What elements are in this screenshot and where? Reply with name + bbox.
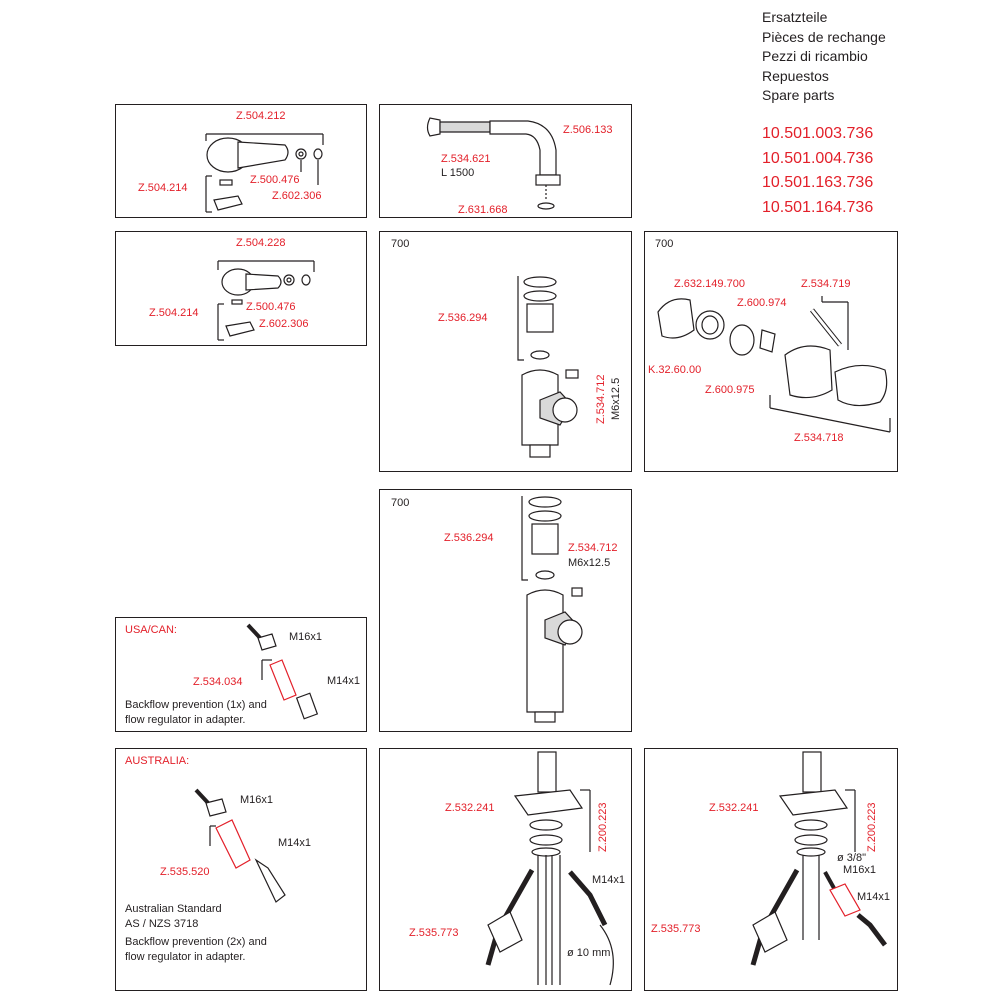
thread-label: M14x1 [327, 675, 361, 687]
part-number: Z.536.294 [444, 532, 494, 544]
part-number: Z.500.476 [246, 301, 296, 313]
handle-knob-drawing [217, 260, 315, 341]
note-line: flow regulator in adapter. [125, 714, 246, 726]
model-number: 700 [391, 238, 410, 250]
dimension-label: ø 3/8" [837, 852, 866, 864]
part-number: Z.602.306 [259, 318, 309, 330]
part-number: Z.535.520 [160, 866, 210, 878]
part-number: Z.500.476 [250, 174, 300, 186]
thread-label: M16x1 [240, 794, 274, 806]
part-number: Z.535.773 [651, 923, 701, 935]
mounting-set-drawing-2 [750, 751, 887, 966]
thread-label: M16x1 [843, 864, 877, 876]
panel-mounting-1 [379, 748, 632, 991]
part-number: Z.535.773 [409, 927, 459, 939]
valve-body-drawing [517, 276, 579, 458]
adapter-australia-drawing [194, 788, 286, 903]
model-number: 700 [655, 238, 674, 250]
thread-label: M14x1 [857, 891, 891, 903]
article-number: 10.501.164.736 [762, 198, 874, 216]
title-de: Ersatzteile [762, 9, 828, 25]
thread-label: M16x1 [289, 631, 323, 643]
part-number: Z.504.214 [149, 307, 199, 319]
title-es: Repuestos [762, 67, 829, 84]
part-number: Z.534.718 [794, 432, 844, 444]
part-number: Z.602.306 [272, 190, 322, 202]
part-number: Z.504.214 [138, 182, 188, 194]
model-number: 700 [391, 497, 410, 509]
part-number: Z.532.241 [709, 802, 759, 814]
part-number: Z.504.228 [236, 237, 286, 249]
part-number: Z.200.223 [866, 802, 878, 852]
note-line: Backflow prevention (1x) and [125, 699, 267, 711]
part-number: Z.532.241 [445, 802, 495, 814]
part-number: Z.534.719 [801, 278, 851, 290]
title-fr: Pièces de rechange [762, 28, 886, 45]
part-number: Z.534.712 [568, 542, 618, 554]
handle-lever-drawing [205, 133, 324, 213]
panel-usa-can [115, 617, 367, 732]
region-label: USA/CAN: [125, 624, 177, 636]
cartridge-drawing [657, 296, 891, 433]
region-label: AUSTRALIA: [125, 755, 190, 767]
title-en: Spare parts [762, 87, 835, 103]
note-line: Backflow prevention (2x) and [125, 936, 267, 948]
article-number: 10.501.004.736 [762, 149, 874, 167]
part-number: Z.536.294 [438, 312, 488, 324]
mounting-set-drawing [485, 751, 614, 986]
part-number: Z.600.975 [705, 384, 755, 396]
article-number: 10.501.003.736 [762, 125, 874, 142]
part-number: Z.631.668 [458, 204, 508, 216]
part-number: Z.632.149.700 [674, 278, 745, 290]
part-number: Z.506.133 [563, 124, 613, 136]
article-number: 10.501.163.736 [762, 174, 874, 191]
part-number: Z.534.712 [595, 374, 607, 424]
adapter-usa-drawing [246, 623, 319, 720]
part-number: Z.504.212 [236, 110, 286, 122]
dimension-label: L 1500 [441, 167, 475, 179]
panel-body-1 [379, 231, 632, 472]
dimension-label: ø 10 mm [567, 947, 611, 959]
part-number: Z.534.034 [193, 676, 243, 688]
spout-drawing [426, 117, 561, 210]
part-number: Z.600.974 [737, 297, 787, 309]
thread-label: M14x1 [592, 874, 626, 886]
note-line: flow regulator in adapter. [125, 951, 246, 963]
dimension-label: M6x12.5 [568, 557, 611, 569]
title-it: Pezzi di ricambio [762, 48, 868, 64]
part-number: K.32.60.00 [648, 364, 702, 376]
standard-line: AS / NZS 3718 [125, 918, 199, 930]
part-number: Z.200.223 [597, 802, 609, 852]
part-number: Z.534.621 [441, 153, 491, 165]
dimension-label: M6x12.5 [610, 377, 622, 420]
panel-mounting-2 [644, 748, 898, 991]
valve-body-drawing-2 [521, 496, 583, 723]
thread-label: M14x1 [278, 837, 312, 849]
panel-australia [115, 748, 367, 991]
panel-body-2 [379, 489, 632, 732]
standard-line: Australian Standard [125, 903, 222, 915]
